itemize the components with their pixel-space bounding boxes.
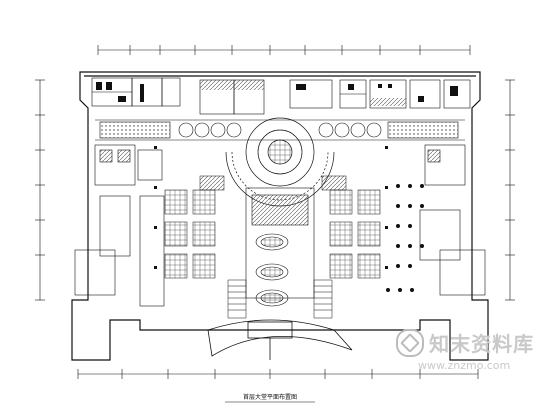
- entrance-canopy: [207, 319, 353, 360]
- right-wing-rooms: [419, 144, 486, 296]
- seating-grid-left: [164, 175, 225, 279]
- service-fixtures: [96, 82, 458, 102]
- lounge-seating-right: [386, 184, 424, 292]
- watermark-url: www.znzmo.com: [418, 359, 511, 372]
- drawing-caption: 首层大堂平面布置图: [242, 394, 297, 401]
- central-fountain: [225, 117, 335, 207]
- service-rooms: [91, 77, 471, 115]
- central-axis: [245, 187, 315, 307]
- watermark: 知末资料库 www.znzmo.com: [396, 328, 546, 372]
- structural-columns: [154, 146, 388, 269]
- service-hatch: [200, 80, 406, 106]
- entrance-stairs: [227, 279, 333, 319]
- bottom-dimension-line: [77, 369, 479, 379]
- seating-grid-right: [321, 175, 381, 279]
- left-dimension-line: [35, 79, 45, 301]
- outer-walls: [71, 71, 489, 361]
- watermark-name: 知末资料库: [429, 332, 535, 356]
- right-dimension-line: [505, 79, 515, 301]
- top-dimension-line: [97, 45, 471, 55]
- left-wing-rooms: [74, 144, 165, 307]
- cube-in-circle-icon: [396, 328, 424, 357]
